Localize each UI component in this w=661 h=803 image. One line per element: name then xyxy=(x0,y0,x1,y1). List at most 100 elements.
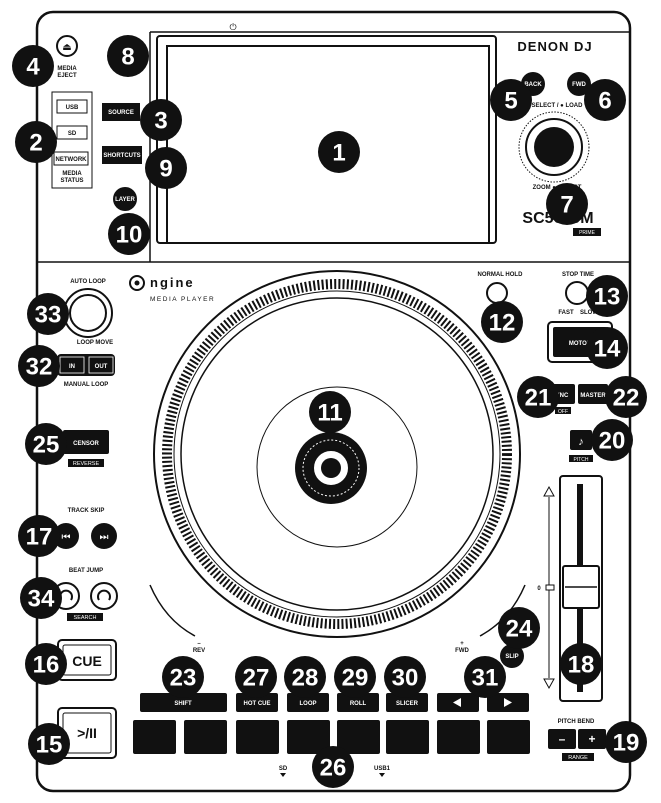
callout-number-34: 34 xyxy=(28,586,55,613)
callout-badge-16 xyxy=(25,643,67,685)
callout-number-1: 1 xyxy=(332,140,345,167)
pitch-bend-plus-button[interactable] xyxy=(578,729,606,749)
track-skip-fwd-button[interactable] xyxy=(91,523,117,549)
censor-button[interactable] xyxy=(63,430,109,454)
media-eject-button[interactable] xyxy=(56,35,78,57)
rev-arc xyxy=(149,584,196,637)
performance-pad-4[interactable] xyxy=(287,720,330,754)
music-note-icon: ♪ xyxy=(578,436,584,448)
performance-pads xyxy=(133,720,530,754)
callout-number-12: 12 xyxy=(489,310,516,337)
performance-pad-1[interactable] xyxy=(133,720,176,754)
rev-label: –REV xyxy=(193,641,205,654)
auto-loop-knob[interactable] xyxy=(69,294,107,332)
callout-number-6: 6 xyxy=(598,88,611,115)
callout-badge-32 xyxy=(18,345,60,387)
callout-badge-26 xyxy=(312,746,354,788)
callout-number-19: 19 xyxy=(613,730,640,757)
fwd-plus: + xyxy=(460,641,464,647)
pitch-bend-minus-button[interactable] xyxy=(548,729,576,749)
select-load-knob[interactable] xyxy=(534,127,574,167)
performance-pad-3[interactable] xyxy=(236,720,279,754)
motor-label: MOTOR xyxy=(569,341,592,347)
callout-number-8: 8 xyxy=(121,44,134,71)
pitch-zero-label: 0 xyxy=(537,586,541,592)
callout-badge-7 xyxy=(546,183,588,225)
callout-badge-5 xyxy=(490,79,532,121)
performance-pad-6[interactable] xyxy=(386,720,429,754)
pitch-up-arrow-icon xyxy=(543,485,555,497)
shift-button[interactable] xyxy=(140,693,227,712)
callout-badge-24 xyxy=(498,607,540,649)
fwd-button[interactable] xyxy=(567,72,591,96)
performance-pad-7[interactable] xyxy=(437,720,480,754)
callout-number-30: 30 xyxy=(392,665,419,692)
loop-in-button[interactable] xyxy=(59,356,85,374)
normal-hold-knob[interactable] xyxy=(486,282,508,304)
performance-pad-8[interactable] xyxy=(487,720,530,754)
performance-pad-5[interactable] xyxy=(337,720,380,754)
shift-label: SHIFT xyxy=(174,701,192,707)
callout-badge-10 xyxy=(108,213,150,255)
callout-number-33: 33 xyxy=(35,302,62,329)
pitch-zero-marker xyxy=(545,584,555,591)
slip-button[interactable] xyxy=(500,644,524,668)
fwd-text: FWD xyxy=(455,648,469,654)
beat-jump-fwd-icon xyxy=(97,589,111,601)
slicer-mode-button[interactable] xyxy=(386,693,428,712)
reverse-label: REVERSE xyxy=(73,461,100,467)
callout-badge-22 xyxy=(605,376,647,418)
callout-number-28: 28 xyxy=(292,665,319,692)
callout-number-25: 25 xyxy=(33,432,60,459)
callout-badge-28 xyxy=(284,656,326,698)
brand-name: DENON DJ xyxy=(517,39,592,54)
bottom-sd-label: SD xyxy=(279,766,288,772)
media-eject-label-line: MEDIA xyxy=(57,66,77,72)
slip-label: SLIP xyxy=(505,654,518,660)
engine-logo-dot xyxy=(134,280,140,286)
media-eject-label-line: EJECT xyxy=(57,73,77,79)
callout-number-16: 16 xyxy=(33,652,60,679)
master-button[interactable] xyxy=(578,384,608,404)
callout-number-17: 17 xyxy=(26,524,53,551)
source-button[interactable] xyxy=(102,103,140,121)
callout-badge-14 xyxy=(586,327,628,369)
manual-loop-label: MANUAL LOOP xyxy=(64,382,109,388)
callout-badge-17 xyxy=(18,515,60,557)
play-pause-label: >/II xyxy=(77,725,97,741)
sync-off-label: OFF xyxy=(558,409,568,415)
loop-out-button[interactable] xyxy=(88,356,114,374)
beat-jump-fwd-button[interactable] xyxy=(90,582,118,610)
loop-mode-button[interactable] xyxy=(287,693,329,712)
loop-in-label: IN xyxy=(69,364,75,370)
engine-logo-icon xyxy=(129,275,145,291)
layer-button[interactable] xyxy=(113,187,137,211)
performance-pad-2[interactable] xyxy=(184,720,227,754)
pitch-lock-button[interactable] xyxy=(570,430,592,450)
hot-cue-label: HOT CUE xyxy=(244,701,271,707)
callout-badge-31 xyxy=(464,656,506,698)
callout-badge-20 xyxy=(591,419,633,461)
censor-label: CENSOR xyxy=(73,441,99,447)
skip-fwd-icon: ⏭ xyxy=(100,532,109,543)
callout-number-9: 9 xyxy=(159,156,172,183)
callout-number-18: 18 xyxy=(568,652,595,679)
track-skip-back-button[interactable] xyxy=(53,523,79,549)
touchscreen[interactable] xyxy=(166,45,490,244)
usb-port-arrow-icon xyxy=(379,773,385,777)
callout-badge-33 xyxy=(27,293,69,335)
platter-strobe-inner-edge xyxy=(173,290,501,618)
arrow-left-icon xyxy=(453,698,461,707)
loop-out-label: OUT xyxy=(95,364,108,370)
rev-minus: – xyxy=(197,641,201,647)
roll-mode-button[interactable] xyxy=(337,693,379,712)
sync-label: SYNC xyxy=(552,393,569,399)
callout-badge-9 xyxy=(145,147,187,189)
shortcuts-button[interactable] xyxy=(102,146,142,164)
callout-number-11: 11 xyxy=(317,400,342,427)
hot-cue-mode-button[interactable] xyxy=(236,693,278,712)
source-label: SOURCE xyxy=(108,110,134,116)
stop-time-knob[interactable] xyxy=(565,281,589,305)
auto-loop-label: AUTO LOOP xyxy=(70,279,106,285)
